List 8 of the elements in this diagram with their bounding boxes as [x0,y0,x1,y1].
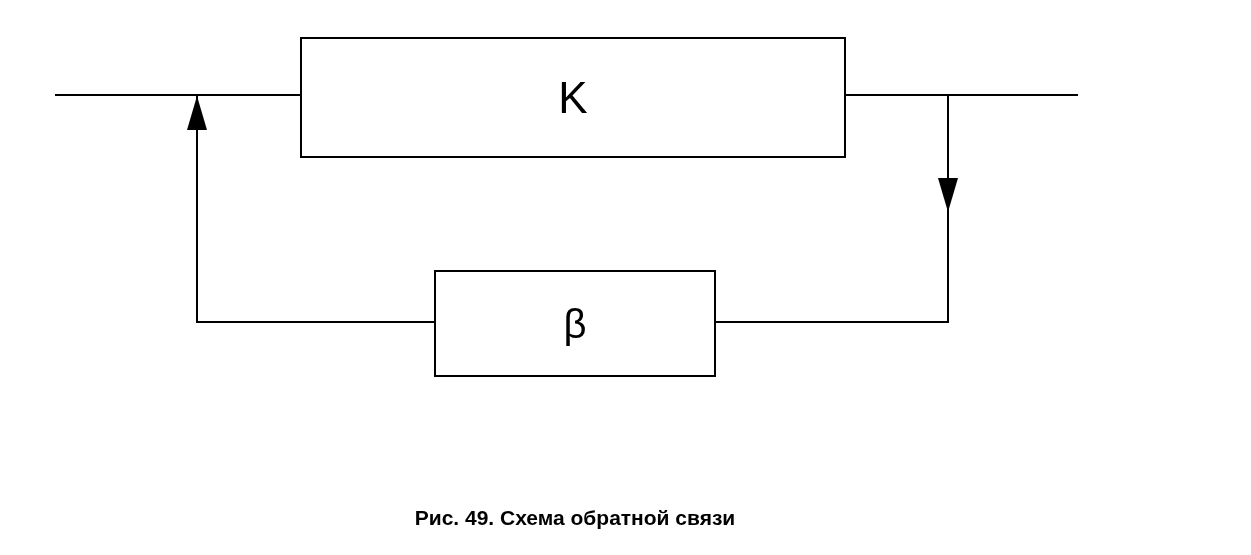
block-box [434,270,716,377]
block-label: β [563,300,587,348]
arrow [715,94,958,323]
arrow [187,95,435,323]
signal-line [54,94,301,96]
block-box [300,37,846,158]
caption: Рис. 49. Схема обратной связи [414,505,736,531]
block-label: K [558,71,588,124]
